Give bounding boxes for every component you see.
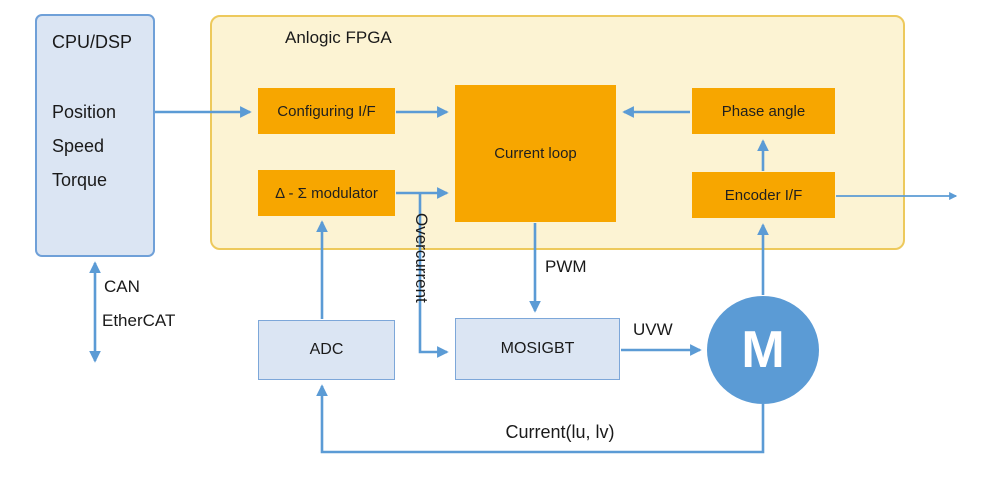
current-feedback-label: Current(lu, lv) [505, 422, 615, 442]
adc-block: ADC [258, 320, 395, 380]
motor-circle: M [707, 296, 819, 404]
cpu-line-torque: Torque [52, 170, 108, 190]
encoder-if-block: Encoder I/F [692, 172, 835, 218]
cpu-title: CPU/DSP [52, 32, 133, 52]
uvw-label: UVW [633, 320, 673, 339]
cpu-line-position: Position [52, 102, 117, 122]
overcurrent-label: Overcurrent [412, 213, 431, 303]
cpu-line-speed: Speed [52, 136, 105, 156]
configuring-if-block: Configuring I/F [258, 88, 395, 134]
cpu-dsp-block: CPU/DSP Position Speed Torque [35, 14, 155, 257]
mosigbt-block: MOSIGBT [455, 318, 620, 380]
delta-sigma-modulator-block: Δ - Σ modulator [258, 170, 395, 216]
ethercat-label: EtherCAT [102, 311, 176, 330]
fpga-title: Anlogic FPGA [285, 28, 392, 47]
current-loop-block: Current loop [455, 85, 616, 222]
can-label: CAN [104, 277, 140, 296]
phase-angle-block: Phase angle [692, 88, 835, 134]
pwm-label: PWM [545, 257, 587, 276]
